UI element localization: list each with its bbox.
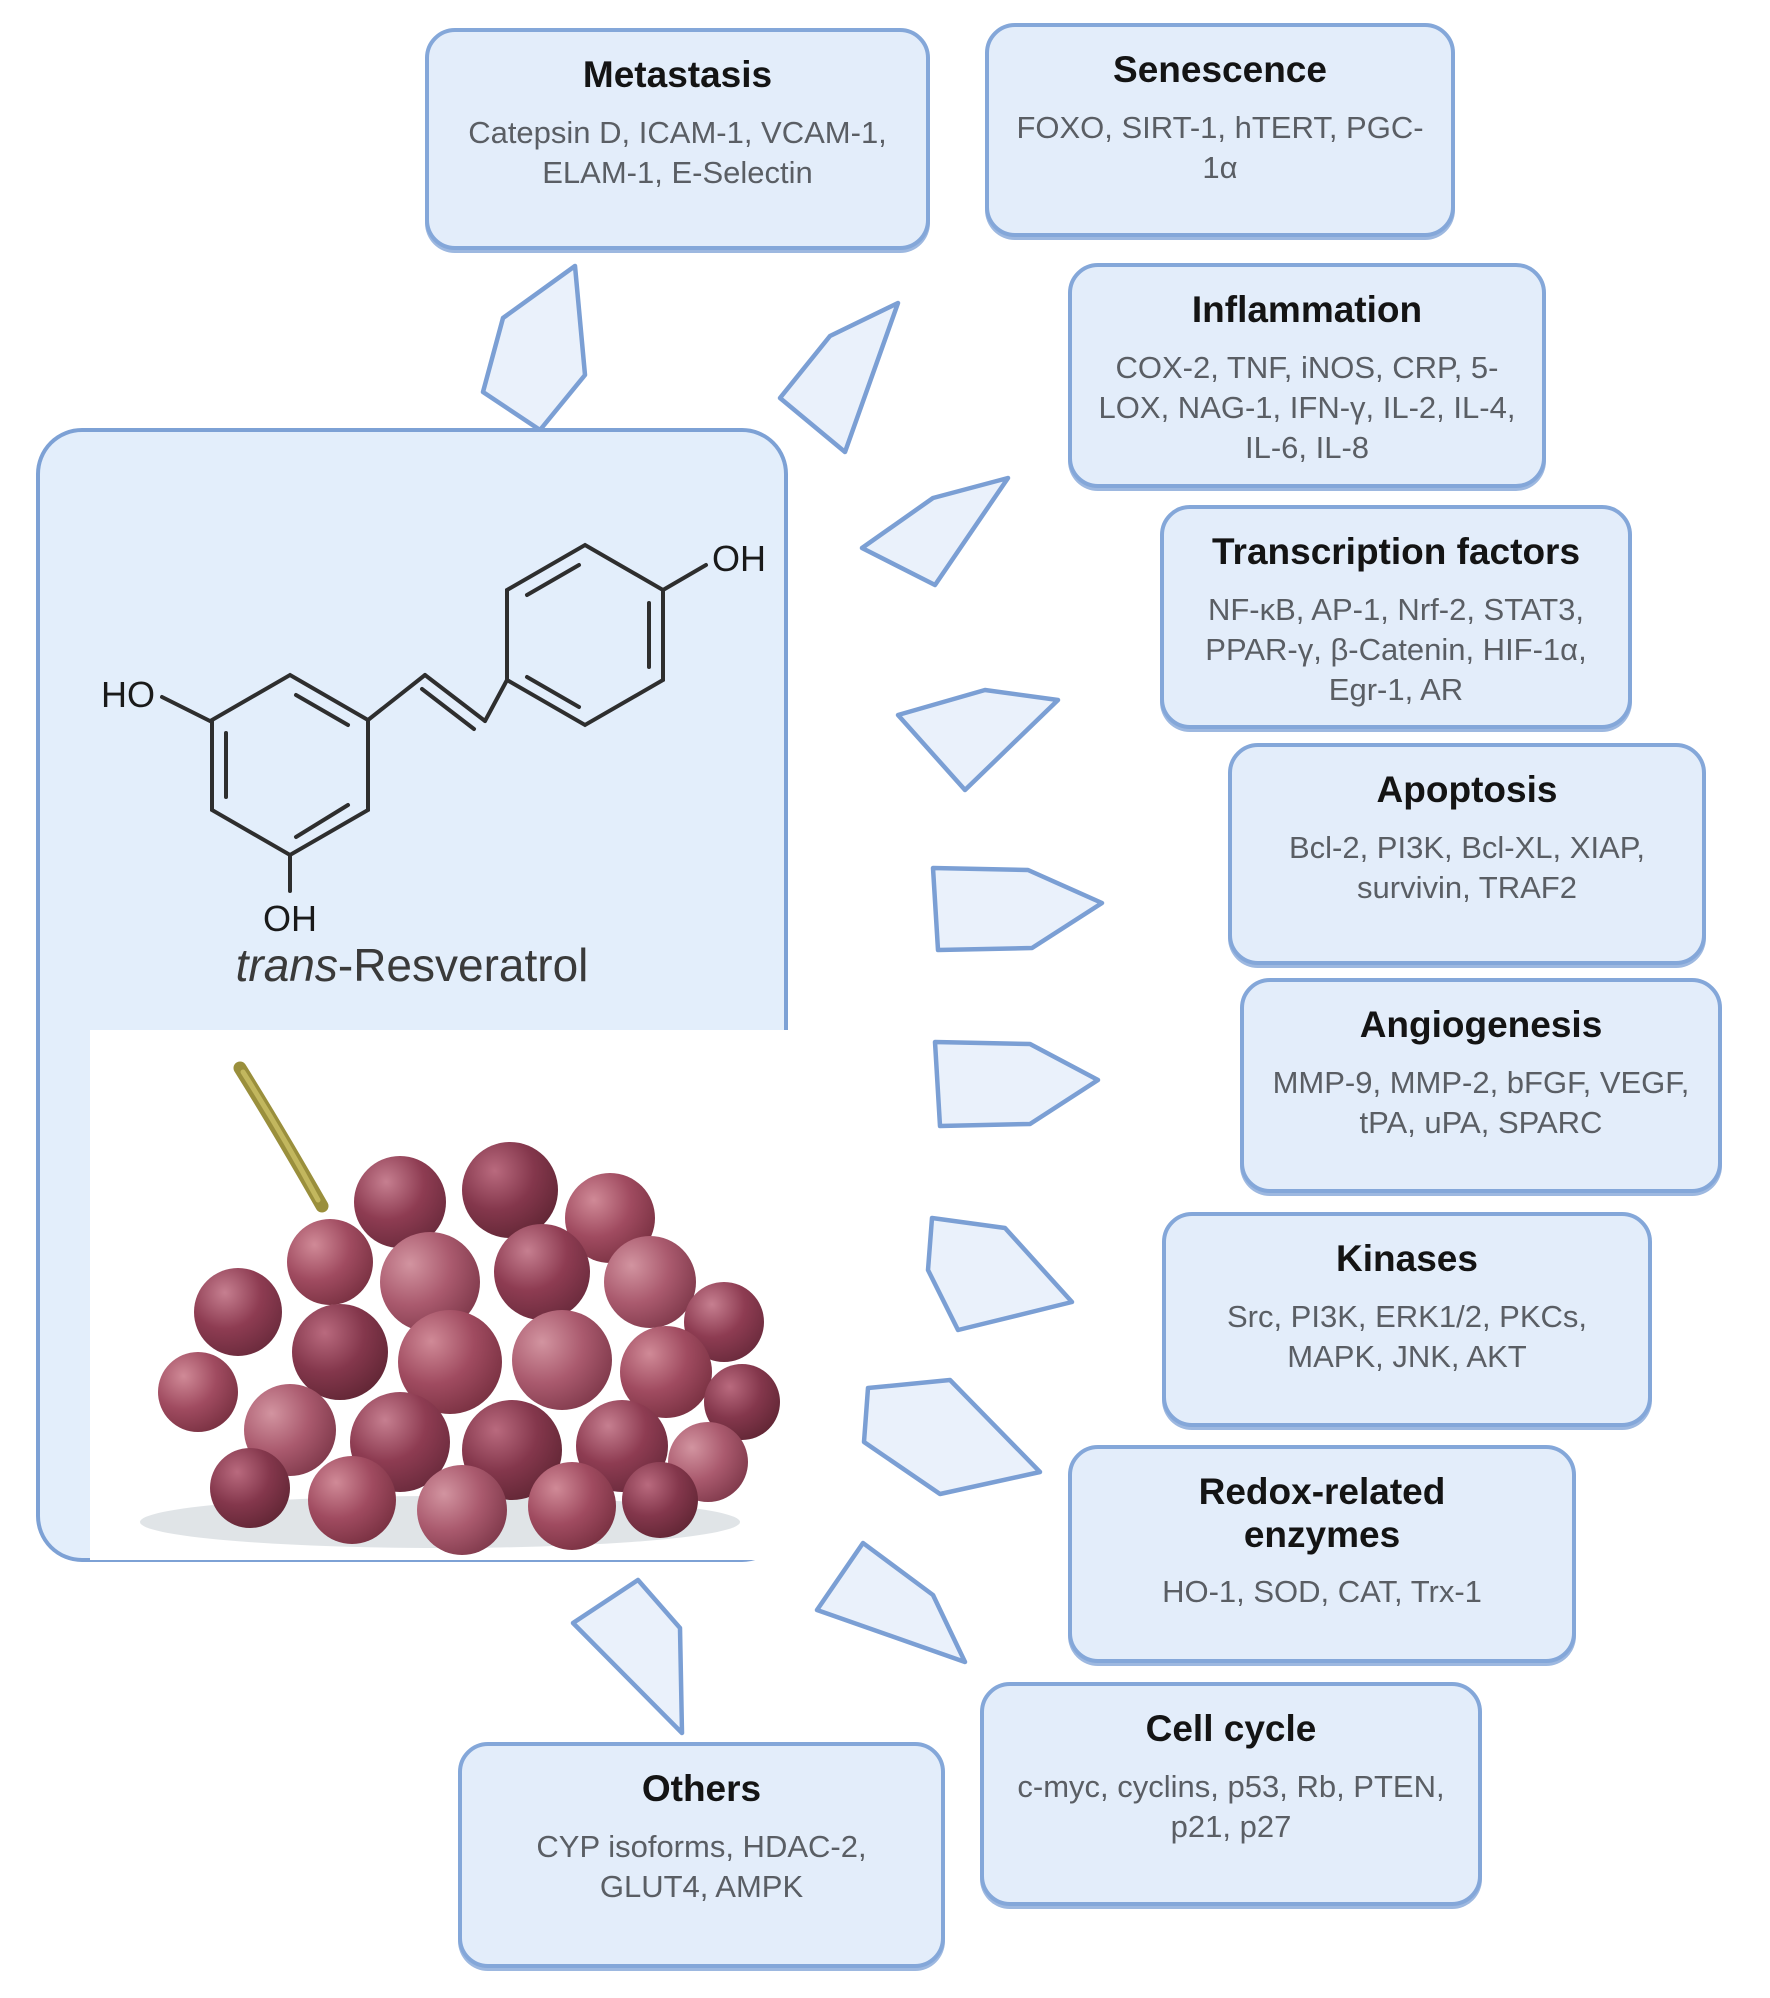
arrow-to-kinases [925, 1215, 1075, 1333]
target-box-inflammation: Inflammation COX-2, TNF, iNOS, CRP, 5-LO… [1068, 263, 1546, 488]
oh-bottom-label: OH [263, 898, 317, 935]
arrow-to-redox-related-enzymes [861, 1377, 1043, 1497]
box-title: Senescence [1113, 49, 1327, 90]
target-box-kinases: Kinases Src, PI3K, ERK1/2, PKCs, MAPK, J… [1162, 1212, 1652, 1427]
box-title: Kinases [1336, 1238, 1478, 1279]
target-box-senescence: Senescence FOXO, SIRT-1, hTERT, PGC-1α [985, 23, 1455, 237]
arrow-to-transcription-factors [895, 687, 1061, 793]
arrow-to-angiogenesis [932, 1039, 1101, 1129]
resveratrol-structure: HO OH OH [101, 538, 766, 935]
box-items: MMP-9, MMP-2, bFGF, VEGF, tPA, uPA, SPAR… [1272, 1064, 1690, 1140]
box-items: CYP isoforms, HDAC-2, GLUT4, AMPK [536, 1828, 867, 1904]
arrow-to-apoptosis [930, 865, 1105, 953]
arrow-to-metastasis [480, 263, 588, 433]
compound-name-italic: trans [235, 939, 338, 991]
oh-top-label: OH [712, 538, 766, 579]
box-items: Bcl-2, PI3K, Bcl-XL, XIAP, survivin, TRA… [1288, 829, 1646, 905]
box-title: Apoptosis [1376, 769, 1558, 810]
box-items: c-myc, cyclins, p53, Rb, PTEN, p21, p27 [1017, 1768, 1445, 1844]
arrow-to-senescence [777, 300, 901, 455]
target-box-others: Others CYP isoforms, HDAC-2, GLUT4, AMPK [458, 1742, 945, 1968]
box-items: Src, PI3K, ERK1/2, PKCs, MAPK, JNK, AKT [1226, 1298, 1588, 1374]
box-title: Cell cycle [1145, 1708, 1317, 1749]
box-items: NF-κB, AP-1, Nrf-2, STAT3, PPAR-γ, β-Cat… [1205, 591, 1587, 708]
arrow-to-others [570, 1577, 685, 1736]
box-title: Others [641, 1768, 762, 1809]
target-box-angiogenesis: Angiogenesis MMP-9, MMP-2, bFGF, VEGF, t… [1240, 978, 1722, 1193]
target-box-metastasis: Metastasis Catepsin D, ICAM-1, VCAM-1, E… [425, 28, 930, 250]
target-box-cell-cycle: Cell cycle c-myc, cyclins, p53, Rb, PTEN… [980, 1682, 1482, 1906]
box-title: Redox-related enzymes [1198, 1471, 1446, 1555]
box-title: Inflammation [1191, 289, 1423, 330]
grapes-image [90, 1030, 790, 1560]
compound-name: trans-Resveratrol [36, 938, 788, 992]
arrow-to-cell-cycle [814, 1540, 968, 1665]
grape-cluster [158, 1142, 780, 1555]
box-items: COX-2, TNF, iNOS, CRP, 5-LOX, NAG-1, IFN… [1098, 349, 1516, 466]
arrow-to-inflammation [859, 475, 1011, 588]
target-box-apoptosis: Apoptosis Bcl-2, PI3K, Bcl-XL, XIAP, sur… [1228, 743, 1706, 965]
box-items: HO-1, SOD, CAT, Trx-1 [1162, 1574, 1482, 1610]
compound-name-rest: -Resveratrol [337, 939, 589, 991]
right-benzene-ring [505, 542, 665, 728]
box-items: Catepsin D, ICAM-1, VCAM-1, ELAM-1, E-Se… [468, 114, 887, 190]
box-title: Transcription factors [1211, 531, 1581, 572]
target-box-transcription-factors: Transcription factors NF-κB, AP-1, Nrf-2… [1160, 505, 1632, 729]
ho-left-label: HO [101, 674, 155, 715]
box-title: Angiogenesis [1359, 1004, 1603, 1045]
target-box-redox-related-enzymes: Redox-related enzymes HO-1, SOD, CAT, Tr… [1068, 1445, 1576, 1663]
box-title: Metastasis [582, 54, 773, 95]
box-items: FOXO, SIRT-1, hTERT, PGC-1α [1016, 109, 1424, 185]
left-benzene-ring [210, 672, 370, 858]
